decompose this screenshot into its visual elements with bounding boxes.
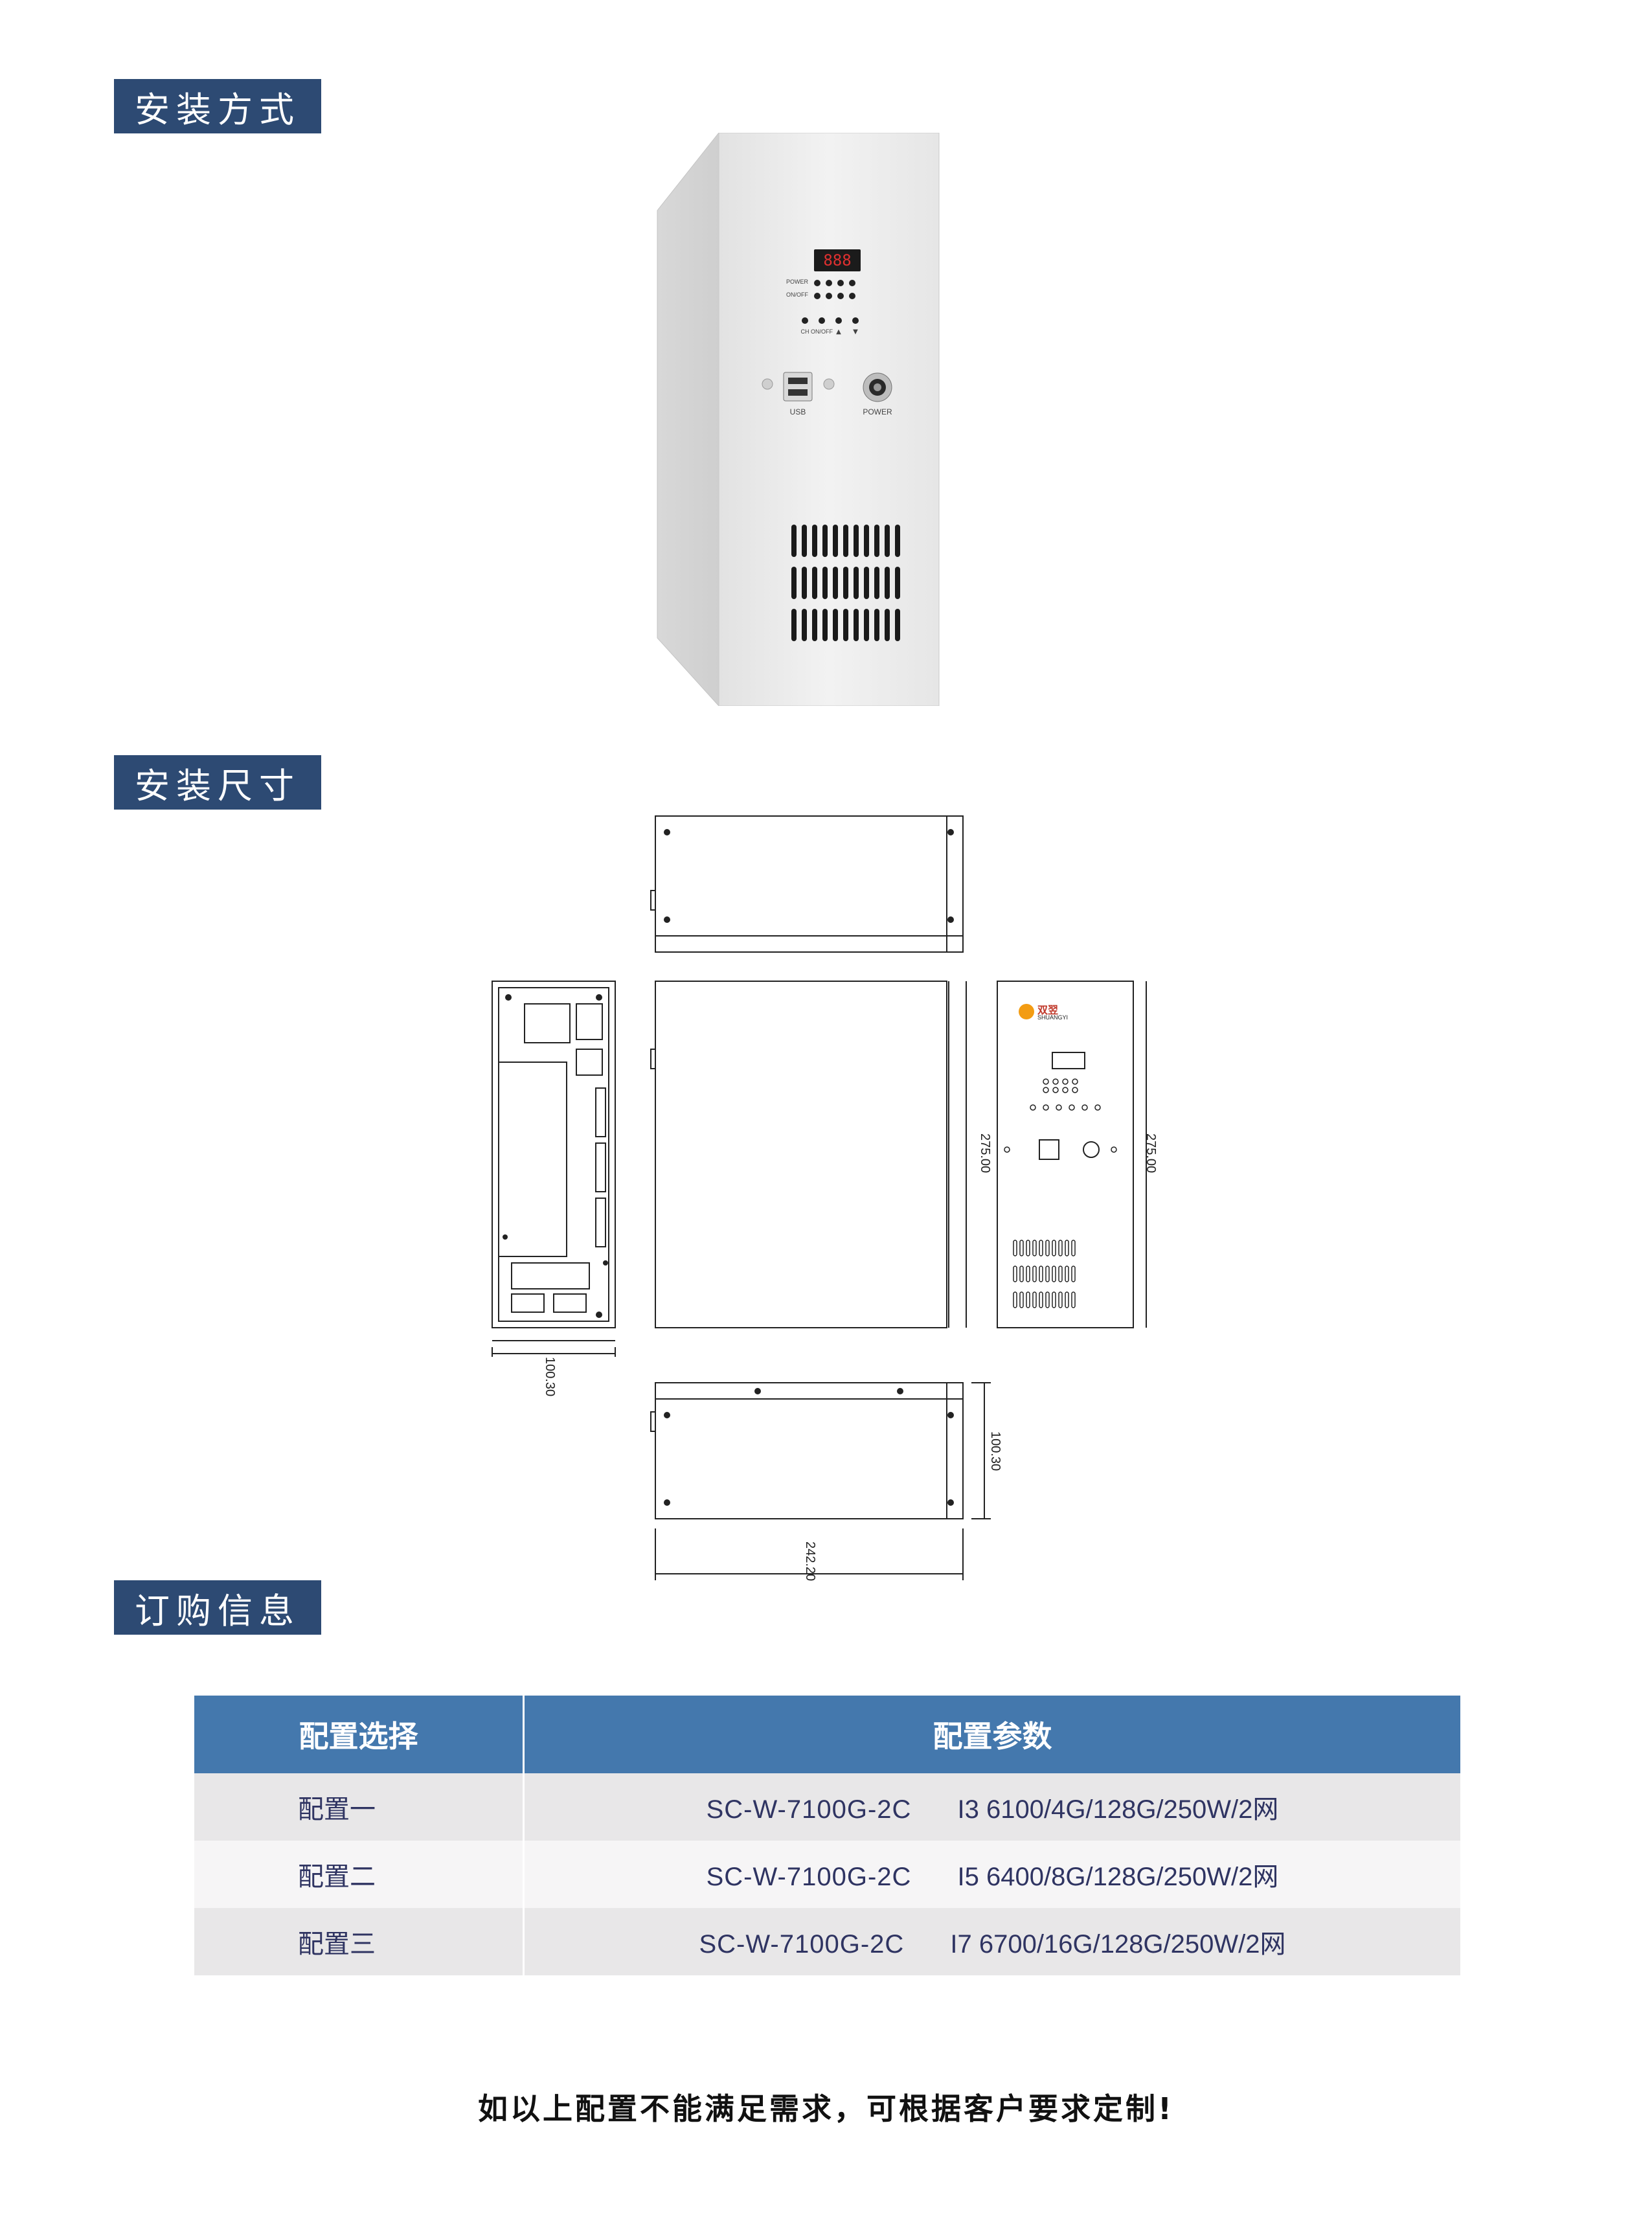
- svg-text:POWER: POWER: [863, 407, 892, 416]
- footer-note: 如以上配置不能满足需求，可根据客户要求定制!: [478, 2091, 1174, 2126]
- product-image: 888 POWER ON/OFF CH ON/OFF ▲ ▼ USB POWER: [648, 133, 945, 706]
- order-table: 配置选择 配置参数 配置一 SC-W-7100G-2C I3 6100/4G/1…: [194, 1696, 1460, 1975]
- spec: I3 6100/4G/128G/250W/2网: [957, 1795, 1279, 1824]
- header-config: 配置选择: [194, 1696, 525, 1773]
- svg-text:CH: CH: [801, 328, 809, 335]
- config-name: 配置三: [194, 1908, 525, 1975]
- dim-depth: 242.20: [803, 1541, 817, 1582]
- logo-text: 双翌: [1037, 1005, 1059, 1016]
- dimension-drawing: 双翌 SHUANGYI 275.00 275.00 100.30 100.30 …: [479, 810, 1166, 1587]
- dim-height-front: 275.00: [1144, 1133, 1158, 1174]
- spec: I5 6400/8G/128G/250W/2网: [957, 1863, 1279, 1891]
- svg-text:USB: USB: [790, 407, 806, 416]
- table-row: 配置三 SC-W-7100G-2C I7 6700/16G/128G/250W/…: [194, 1908, 1460, 1975]
- config-params: SC-W-7100G-2C I5 6400/8G/128G/250W/2网: [523, 1841, 1460, 1908]
- svg-text:ON/OFF: ON/OFF: [786, 291, 808, 298]
- logo-subtext: SHUANGYI: [1037, 1014, 1069, 1021]
- table-row: 配置二 SC-W-7100G-2C I5 6400/8G/128G/250W/2…: [194, 1841, 1460, 1908]
- dim-height-side: 275.00: [978, 1133, 992, 1174]
- section-title-install-size: 安装尺寸: [114, 755, 321, 810]
- svg-text:ON/OFF: ON/OFF: [811, 328, 833, 335]
- header-params: 配置参数: [523, 1696, 1460, 1773]
- section-title-install-method: 安装方式: [114, 79, 321, 133]
- model-number: SC-W-7100G-2C: [706, 1795, 912, 1824]
- config-params: SC-W-7100G-2C I7 6700/16G/128G/250W/2网: [523, 1908, 1460, 1975]
- model-number: SC-W-7100G-2C: [706, 1863, 912, 1891]
- segment-display: 888: [823, 251, 851, 269]
- usb-port: [783, 372, 813, 402]
- svg-text:▼: ▼: [853, 328, 858, 335]
- svg-text:▲: ▲: [836, 328, 841, 335]
- config-name: 配置一: [194, 1773, 525, 1841]
- table-row: 配置一 SC-W-7100G-2C I3 6100/4G/128G/250W/2…: [194, 1773, 1460, 1841]
- spec: I7 6700/16G/128G/250W/2网: [950, 1930, 1286, 1959]
- config-name: 配置二: [194, 1841, 525, 1908]
- section-title-order-info: 订购信息: [114, 1580, 321, 1635]
- svg-text:POWER: POWER: [786, 278, 809, 285]
- dim-width-back: 100.30: [543, 1357, 557, 1397]
- config-params: SC-W-7100G-2C I3 6100/4G/128G/250W/2网: [523, 1773, 1460, 1841]
- dim-width-bottom: 100.30: [988, 1431, 1002, 1471]
- model-number: SC-W-7100G-2C: [699, 1930, 905, 1959]
